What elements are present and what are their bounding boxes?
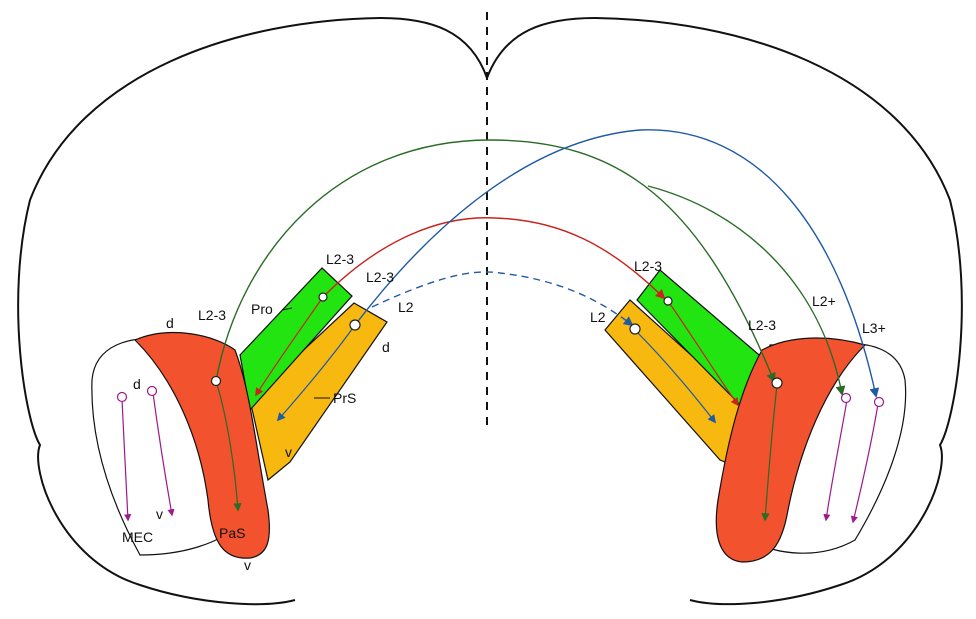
pas-internal-path-left xyxy=(215,380,242,512)
pas-internal-path-right xyxy=(761,384,778,522)
cell-pro-left xyxy=(318,292,328,302)
cell-pas-right xyxy=(771,377,783,389)
mec-path-left-2 xyxy=(152,392,175,517)
label-pas-left: PaS xyxy=(219,525,245,541)
label-l3plus-right: L3+ xyxy=(862,320,886,336)
cell-pas-left xyxy=(210,375,222,387)
mec-path-right-1 xyxy=(823,399,848,522)
label-l23-prs-left: L2-3 xyxy=(366,269,394,285)
label-l23-pro-right: L2-3 xyxy=(634,258,662,274)
cell-pro-right xyxy=(663,296,673,306)
green-projection-pas xyxy=(215,139,776,383)
cell-mec-right-2 xyxy=(873,396,885,408)
mec-path-left-1 xyxy=(121,398,132,522)
mec-path-right-2 xyxy=(850,403,879,524)
cell-mec-right-1 xyxy=(840,392,852,404)
cell-mec-left-1 xyxy=(116,391,128,403)
pas-region-right xyxy=(715,337,867,563)
label-v-pas-left: v xyxy=(244,557,251,573)
pas-region-left xyxy=(133,331,271,559)
prs-internal-path-left xyxy=(276,324,356,422)
red-projection-pro xyxy=(322,217,666,300)
label-v-prs-left: v xyxy=(285,444,292,460)
label-l2plus-right: L2+ xyxy=(812,293,836,309)
label-l2-prs-left: L2 xyxy=(398,299,414,315)
label-v-mec-left: v xyxy=(156,506,163,522)
label-l2-prs-right: L2 xyxy=(590,309,606,325)
pro-internal-path-right xyxy=(667,300,739,407)
pro-leader-line xyxy=(281,307,293,311)
blue-projection-prs xyxy=(354,129,880,398)
label-pro-left: Pro xyxy=(251,301,273,317)
blue-dashed-projection-l2 xyxy=(371,271,634,327)
label-d-prs-left: d xyxy=(382,339,390,355)
cell-mec-left-2 xyxy=(146,385,158,397)
label-l23-pas-right: L2-3 xyxy=(748,317,776,333)
pro-internal-path-left xyxy=(255,296,324,397)
cell-prs-right xyxy=(629,323,641,335)
label-d-mec-left: d xyxy=(133,376,141,392)
cell-prs-left xyxy=(349,319,361,331)
label-l23-pro-left: L2-3 xyxy=(326,251,354,267)
label-prs-left: PrS xyxy=(333,390,356,406)
prs-internal-path-right xyxy=(634,329,717,424)
label-mec-left: MEC xyxy=(122,529,153,545)
label-d-pas-left: d xyxy=(166,315,174,331)
label-l23-pas-left: L2-3 xyxy=(198,307,226,323)
brain-outline xyxy=(17,16,963,606)
green-projection-l2plus xyxy=(647,185,846,396)
